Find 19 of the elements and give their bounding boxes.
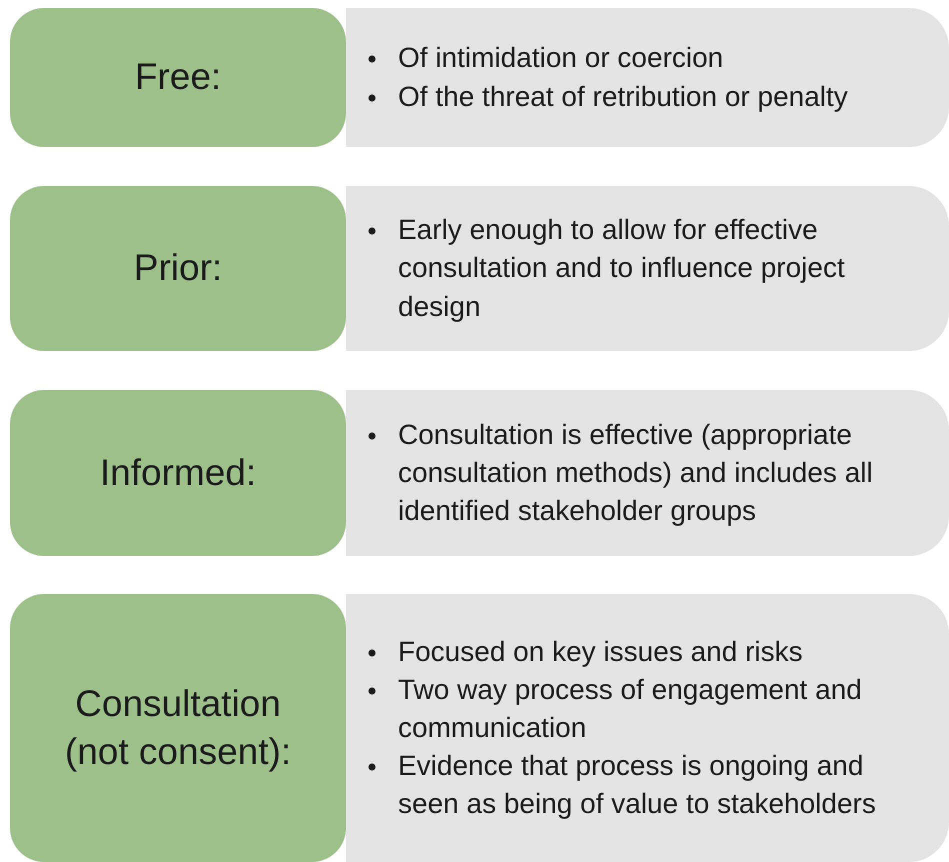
category-label: Informed: bbox=[98, 450, 258, 495]
category-box bbox=[10, 8, 346, 147]
bullet-item: Of intimidation or coercion bbox=[398, 39, 848, 78]
category-box bbox=[10, 594, 346, 862]
bullet-item: Focused on key issues and risks bbox=[398, 632, 927, 671]
category-box bbox=[10, 186, 346, 351]
category-label: Prior: bbox=[132, 246, 224, 290]
description-panel bbox=[346, 594, 949, 862]
bullet-item: Of the threat of retribution or penalty bbox=[398, 78, 848, 116]
description-panel bbox=[346, 8, 949, 147]
category-box bbox=[10, 390, 346, 556]
description-panel bbox=[346, 186, 949, 351]
category-label: Free: bbox=[134, 55, 222, 100]
bullet-item: Early enough to allow for effective consultation and to influence project design bbox=[398, 211, 927, 326]
bullet-item: Evidence that process is ongoing and seen as being of value to stakeholders bbox=[398, 747, 927, 824]
category-label: Consultation (not consent): bbox=[64, 682, 292, 774]
bullet-item: Consultation is effective (appropriate consultation methods) and includes all identified stakeholder groups bbox=[398, 416, 927, 530]
description-panel bbox=[346, 390, 949, 556]
bullet-item: Two way process of engagement and communication bbox=[398, 670, 927, 748]
